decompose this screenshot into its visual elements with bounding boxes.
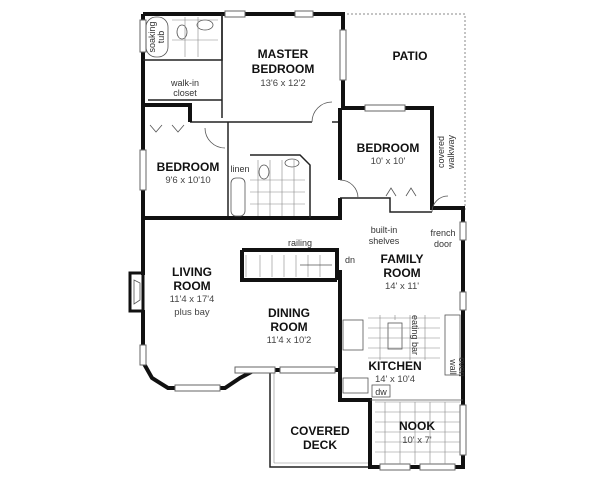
fireplace [128, 271, 145, 313]
eating-bar-label: eating bar [410, 315, 420, 355]
sink [196, 19, 214, 31]
soaking-tub [145, 16, 169, 58]
room-name: ROOM [173, 279, 210, 293]
toilet [176, 24, 188, 40]
room-kitchen: KITCHEN 14' x 10'4 [368, 359, 421, 385]
room-note: plus bay [174, 307, 210, 318]
patio-outline [343, 13, 466, 210]
wall-oven-label: wall [448, 358, 458, 375]
room-name: BEDROOM [252, 62, 315, 76]
room-size: 10' x 7' [402, 435, 432, 446]
railing-label: railing [288, 238, 312, 248]
room-name: MASTER [258, 47, 309, 61]
room-name: KITCHEN [368, 359, 421, 373]
fixtures [145, 16, 461, 398]
dishwasher [371, 384, 391, 398]
room-size: 10' x 10' [371, 156, 406, 167]
room-size: 9'6 x 10'10 [165, 175, 210, 186]
kitchen-sink [342, 377, 369, 394]
wall-oven-label: oven [457, 357, 467, 377]
room-size: 14' x 11' [385, 281, 419, 292]
room-bedroom-right: BEDROOM 10' x 10' [357, 141, 420, 167]
covered-walkway-label: covered [436, 136, 446, 168]
linen-label: linen [230, 164, 249, 174]
room-name: BEDROOM [357, 141, 420, 155]
french-door-label: french [430, 228, 455, 238]
room-name: FAMILY [381, 252, 424, 266]
room-size: 11'4 x 17'4 [170, 294, 215, 305]
room-size: 13'6 x 12'2 [260, 78, 305, 89]
walk-in-closet-label: walk-in [170, 78, 199, 88]
wall-oven [444, 314, 461, 376]
refrigerator [342, 319, 364, 351]
room-nook: NOOK 10' x 7' [399, 419, 435, 446]
soaking-tub-label: soaking [147, 21, 157, 52]
built-in-shelves-label: built-in [371, 225, 398, 235]
cooktop [387, 322, 403, 350]
windows [139, 10, 467, 471]
stair-down-label: dn [345, 255, 355, 265]
room-living-room: LIVING ROOM 11'4 x 17'4 plus bay [170, 265, 215, 318]
room-name: BEDROOM [157, 160, 220, 174]
built-in-shelves-label: shelves [369, 236, 400, 246]
room-bedroom-left: BEDROOM 9'6 x 10'10 [157, 160, 220, 186]
room-name: DECK [303, 438, 337, 452]
room-dining-room: DINING ROOM 11'4 x 10'2 [267, 306, 312, 346]
covered-walkway-label: walkway [446, 134, 456, 170]
room-family-room: FAMILY ROOM 14' x 11' [381, 252, 424, 292]
toilet [258, 164, 270, 180]
covered-deck-outline [269, 372, 370, 468]
room-name: ROOM [270, 320, 307, 334]
room-name: LIVING [172, 265, 212, 279]
room-size: 14' x 10'4 [375, 374, 415, 385]
soaking-tub-label: tub [156, 31, 166, 44]
bathtub [230, 177, 246, 217]
room-master-bedroom: MASTER BEDROOM 13'6 x 12'2 [252, 47, 315, 89]
interior-walls [143, 14, 463, 401]
doors [149, 101, 449, 213]
walk-in-closet-label: closet [173, 88, 197, 98]
room-name: DINING [268, 306, 310, 320]
room-patio: PATIO [393, 49, 428, 63]
room-covered-deck: COVERED DECK [290, 424, 350, 452]
french-door-label: door [434, 239, 452, 249]
room-name: NOOK [399, 419, 435, 433]
sink [284, 158, 300, 168]
tile-grid [172, 17, 460, 464]
room-name: COVERED [290, 424, 350, 438]
room-size: 11'4 x 10'2 [267, 335, 312, 346]
dishwasher-label: dw [375, 387, 387, 397]
room-name: ROOM [383, 266, 420, 280]
